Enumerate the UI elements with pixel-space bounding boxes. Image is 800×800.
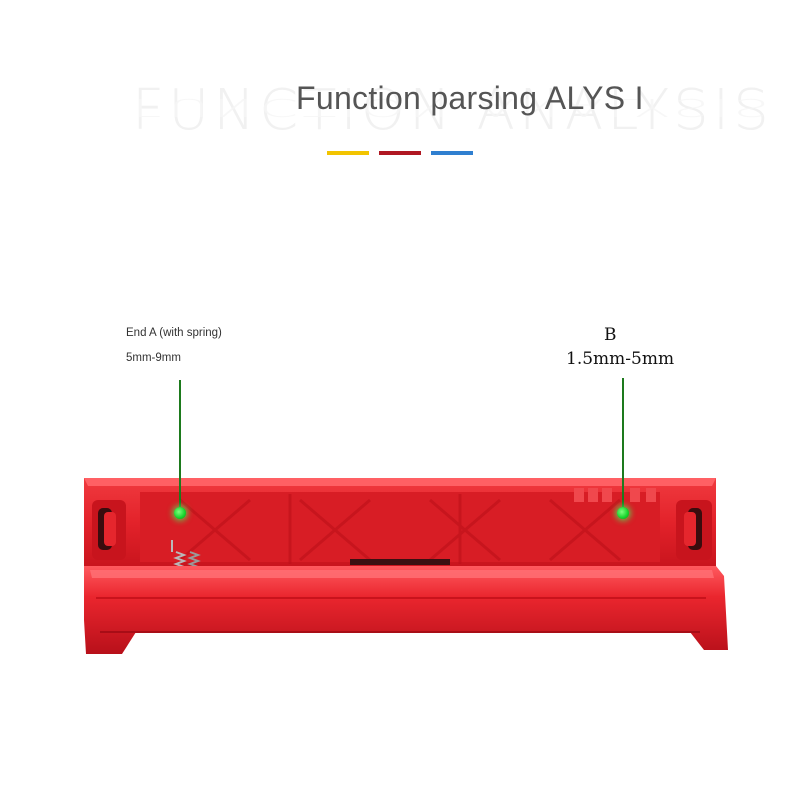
accent-bar-red — [379, 151, 421, 155]
end-b-range: 1.5mm-5mm — [566, 349, 675, 369]
end-cap-right — [676, 500, 712, 560]
end-b-label: B — [604, 325, 617, 345]
end-a-leader-line — [179, 380, 181, 512]
end-cap-left — [92, 500, 126, 560]
accent-bar-blue — [431, 151, 473, 155]
end-b-marker-dot — [617, 507, 629, 519]
end-a-range: 5mm-9mm — [126, 352, 181, 364]
background-watermark-text: FUNCTION ANALYSIS — [132, 78, 773, 143]
blade-slot — [350, 559, 450, 565]
page-title: Function parsing ALYS I — [296, 80, 644, 116]
end-a-label: End A (with spring) — [126, 327, 222, 339]
end-b-leader-line — [622, 378, 624, 512]
accent-bar-yellow — [327, 151, 369, 155]
end-a-marker-dot — [174, 507, 186, 519]
stripper-front-lip — [84, 566, 728, 654]
